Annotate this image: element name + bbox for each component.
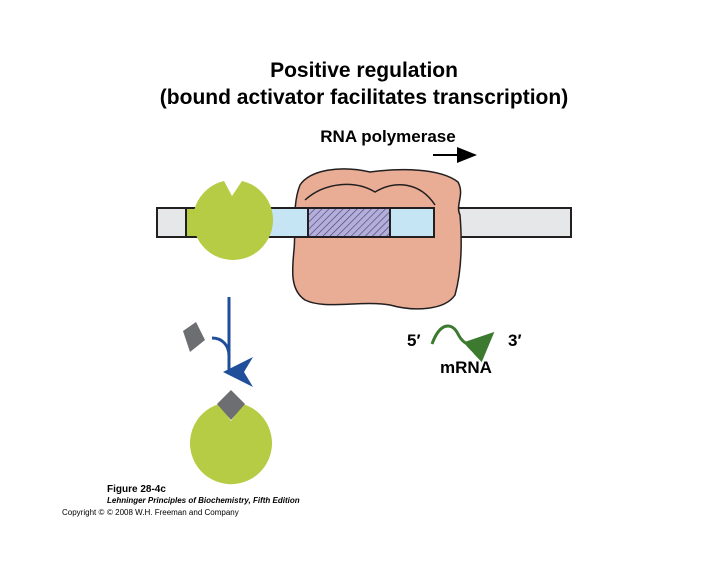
free-activator bbox=[189, 404, 272, 485]
title-line-1: Positive regulation bbox=[270, 59, 458, 82]
rna-polymerase bbox=[291, 168, 462, 310]
copyright-prefix: Copyright © bbox=[62, 508, 104, 517]
dna-segment-left bbox=[267, 207, 309, 238]
bound-inducer bbox=[217, 390, 245, 420]
book-title: Lehninger Principles of Biochemistry, Fi… bbox=[107, 496, 300, 505]
free-inducer bbox=[183, 322, 205, 352]
mrna-label: mRNA bbox=[440, 358, 492, 377]
title-line-2: (bound activator facilitates transcripti… bbox=[160, 86, 568, 109]
five-prime-label: 5′ bbox=[407, 331, 421, 350]
bound-activator bbox=[193, 181, 273, 260]
dna-segment-right bbox=[389, 207, 435, 238]
inducer-join-line bbox=[211, 336, 231, 357]
copyright-notice: © 2008 W.H. Freeman and Company bbox=[107, 508, 239, 517]
rna-polymerase-ridge bbox=[304, 183, 436, 206]
promoter-region bbox=[307, 207, 391, 238]
rna-polymerase-label: RNA polymerase bbox=[320, 127, 455, 146]
three-prime-label: 3′ bbox=[508, 331, 522, 350]
figure-number: Figure 28-4c bbox=[107, 484, 166, 495]
mrna-squiggle bbox=[430, 324, 495, 363]
